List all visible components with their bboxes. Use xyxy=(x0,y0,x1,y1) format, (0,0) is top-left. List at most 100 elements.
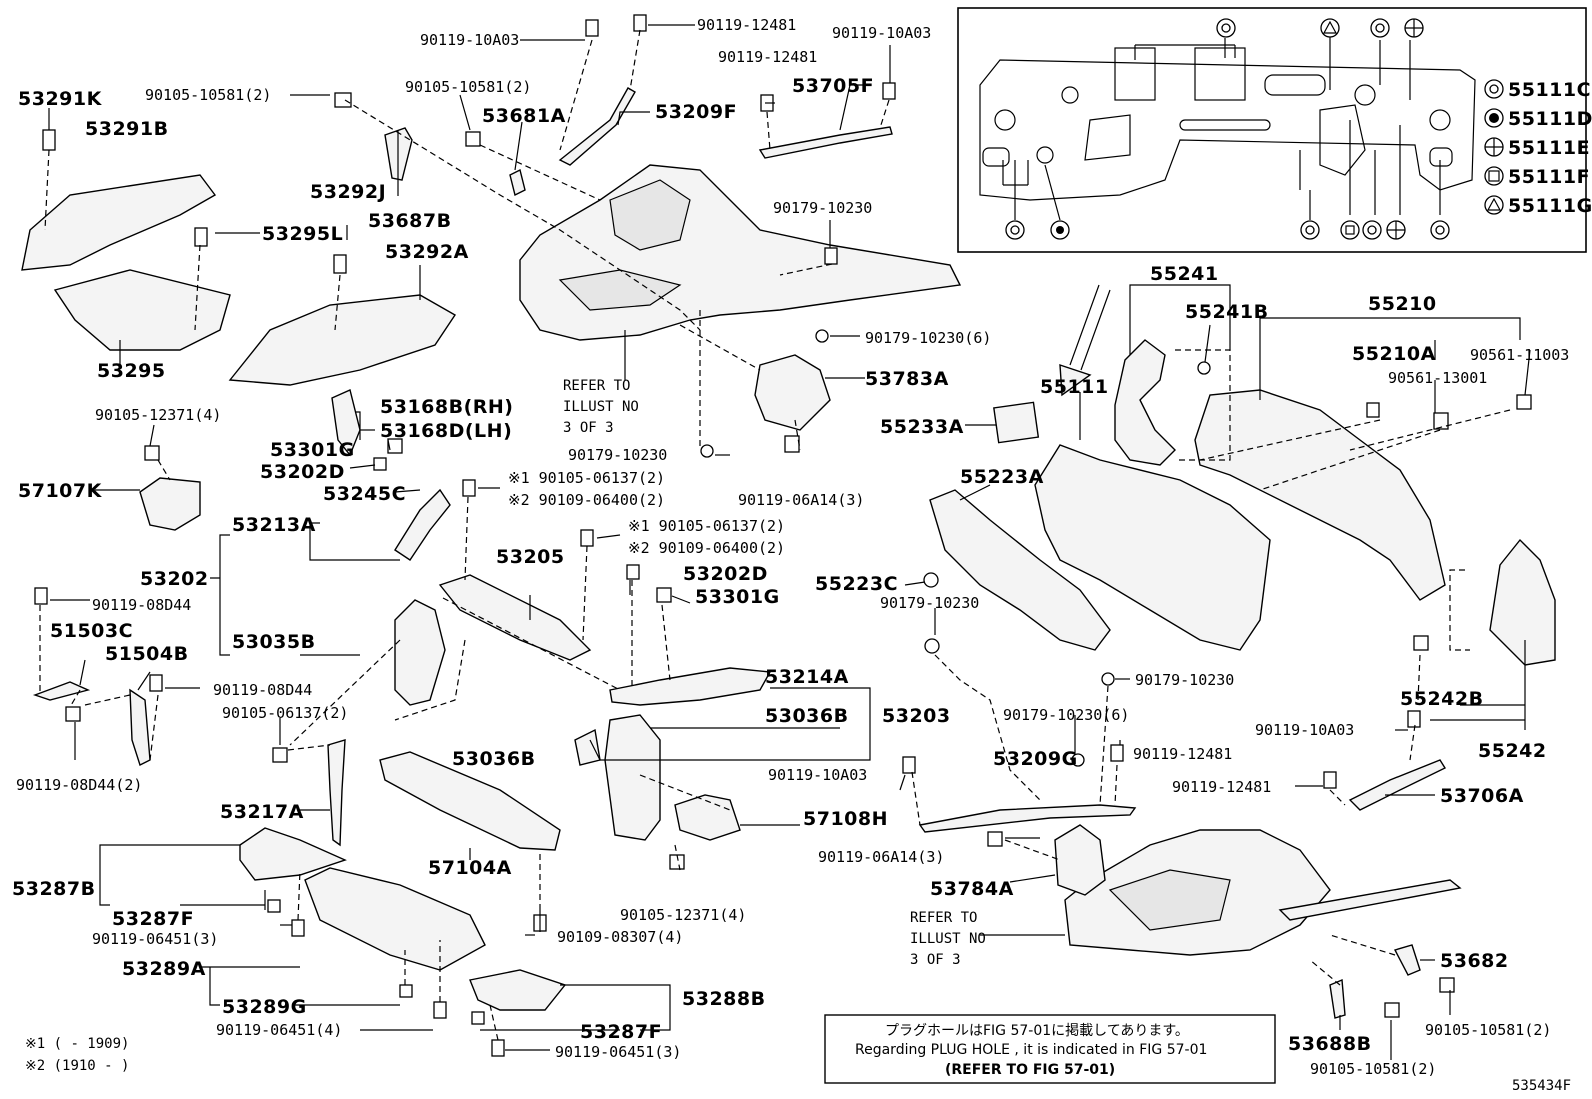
fasteners xyxy=(34,14,1532,1057)
part-label: 53209F xyxy=(655,101,737,123)
legend-label: 55111G xyxy=(1508,195,1592,217)
part-label: ※2 90109-06400(2) xyxy=(628,539,785,557)
part-label: 90179-10230 xyxy=(1135,671,1234,689)
part-label: 53202D xyxy=(683,563,768,585)
legend-label: 55111E xyxy=(1508,137,1590,159)
part-label: ※1 90105-06137(2) xyxy=(628,517,785,535)
part-label: 53287B xyxy=(12,878,96,900)
part-label: 90119-08D44 xyxy=(213,681,312,699)
part-label: 53214A xyxy=(765,666,849,688)
part-label: 51504B xyxy=(105,643,189,665)
part-label: 51503C xyxy=(50,620,133,642)
plug-hole-note: プラグホールはFIG 57-01に掲載してあります。 Regarding PLU… xyxy=(824,1014,1276,1084)
part-label: 53289G xyxy=(222,996,307,1018)
part-label: 90105-10581(2) xyxy=(405,78,531,96)
part-label: 90179-10230 xyxy=(773,199,872,217)
legend: 55111C 55111D 55111E 55111F 55111G xyxy=(1484,79,1592,217)
part-label: 90119-10A03 xyxy=(768,766,867,784)
part-label: 90119-06A14(3) xyxy=(818,848,944,866)
part-label: 55210A xyxy=(1352,343,1436,365)
part-label: 90119-10A03 xyxy=(832,24,931,42)
part-label: 55223A xyxy=(960,466,1044,488)
part-label: 53295L xyxy=(262,223,343,245)
part-label: 90119-06A14(3) xyxy=(738,491,864,509)
footnote-2: ※2 (1910 - ) xyxy=(25,1058,129,1074)
part-label: 90119-06451(3) xyxy=(555,1043,681,1061)
part-label: 53783A xyxy=(865,368,949,390)
part-label: 90119-06451(4) xyxy=(216,1021,342,1039)
part-label: 90561-11003 xyxy=(1470,346,1569,364)
part-label: 53036B xyxy=(452,748,536,770)
part-label: 90105-06137(2) xyxy=(222,704,348,722)
part-label: 90119-12481 xyxy=(1133,745,1232,763)
square-circle-icon xyxy=(1484,166,1504,186)
part-label: 53292J xyxy=(310,181,386,203)
part-label: 90119-12481 xyxy=(1172,778,1271,796)
part-label: 53291B xyxy=(85,118,169,140)
leader-lines xyxy=(39,24,1531,1060)
part-label: 53687B xyxy=(368,210,452,232)
part-label: 90179-10230(6) xyxy=(865,329,991,347)
part-label: 53288B xyxy=(682,988,766,1010)
part-label: 53682 xyxy=(1440,950,1509,972)
legend-item-55111e: 55111E xyxy=(1484,137,1590,159)
part-label: 90119-08D44(2) xyxy=(16,776,142,794)
part-label: 53202 xyxy=(140,568,209,590)
legend-label: 55111C xyxy=(1508,79,1591,101)
part-label: 53292A xyxy=(385,241,469,263)
footnote-1: ※1 ( - 1909) xyxy=(25,1036,129,1052)
plug-hole-inset: 55111C 55111D 55111E 55111F 55111G xyxy=(957,7,1592,253)
note-line-refer: (REFER TO FIG 57-01) xyxy=(945,1062,1115,1078)
legend-label: 55111F xyxy=(1508,166,1590,188)
part-label: 90119-06451(3) xyxy=(92,930,218,948)
part-label: 53213A xyxy=(232,514,316,536)
part-label: 90119-12481 xyxy=(697,16,796,34)
part-label: 53301G xyxy=(695,586,780,608)
part-label: 90105-10581(2) xyxy=(1310,1060,1436,1078)
part-label: 55241B xyxy=(1185,301,1269,323)
part-label: 90561-13001 xyxy=(1388,369,1487,387)
part-label: 90179-10230 xyxy=(880,594,979,612)
note-line-japanese: プラグホールはFIG 57-01に掲載してあります。 xyxy=(885,1023,1189,1039)
part-label: 53681A xyxy=(482,105,566,127)
part-label: 53287F xyxy=(112,908,194,930)
part-label: 57107K xyxy=(18,480,103,502)
part-label: 53295 xyxy=(97,360,166,382)
part-label: ILLUST NO xyxy=(563,399,639,415)
part-label: 53706A xyxy=(1440,785,1524,807)
part-label: 53036B xyxy=(765,705,849,727)
part-label: 90105-12371(4) xyxy=(95,406,221,424)
part-label: ILLUST NO xyxy=(910,931,986,947)
part-label: 90179-10230 xyxy=(568,446,667,464)
part-label: 53217A xyxy=(220,801,304,823)
part-label: 55210 xyxy=(1368,293,1437,315)
part-label: 55233A xyxy=(880,416,964,438)
part-label: 55223C xyxy=(815,573,898,595)
part-label: 90119-08D44 xyxy=(92,596,191,614)
part-shapes xyxy=(21,87,1556,1019)
part-label: 90119-10A03 xyxy=(1255,721,1354,739)
part-label: 53205 xyxy=(496,546,565,568)
part-label: 53202D xyxy=(260,461,345,483)
part-label: ※1 90105-06137(2) xyxy=(508,469,665,487)
legend-item-55111g: 55111G xyxy=(1484,195,1592,217)
part-label: 53209G xyxy=(993,748,1078,770)
part-label: 53301G xyxy=(270,439,355,461)
figure-number: 535434F xyxy=(1512,1078,1571,1094)
part-label: 90105-12371(4) xyxy=(620,906,746,924)
part-label: 53688B xyxy=(1288,1033,1372,1055)
part-label: 3 OF 3 xyxy=(563,420,614,436)
part-labels: 53291K 53291B 90105-10581(2) 90119-10A03… xyxy=(12,16,1571,1094)
part-label: 53705F xyxy=(792,75,874,97)
legend-item-55111c: 55111C xyxy=(1484,79,1591,101)
part-label: 90109-08307(4) xyxy=(557,928,683,946)
part-label: ※2 90109-06400(2) xyxy=(508,491,665,509)
part-label: 55111 xyxy=(1040,376,1109,398)
part-label: 53784A xyxy=(930,878,1014,900)
part-label: REFER TO xyxy=(910,910,977,926)
part-label: 53035B xyxy=(232,631,316,653)
part-label: 90119-10A03 xyxy=(420,31,519,49)
part-label: 55242B xyxy=(1400,688,1484,710)
legend-item-55111f: 55111F xyxy=(1484,166,1590,188)
part-label: 90105-10581(2) xyxy=(145,86,271,104)
